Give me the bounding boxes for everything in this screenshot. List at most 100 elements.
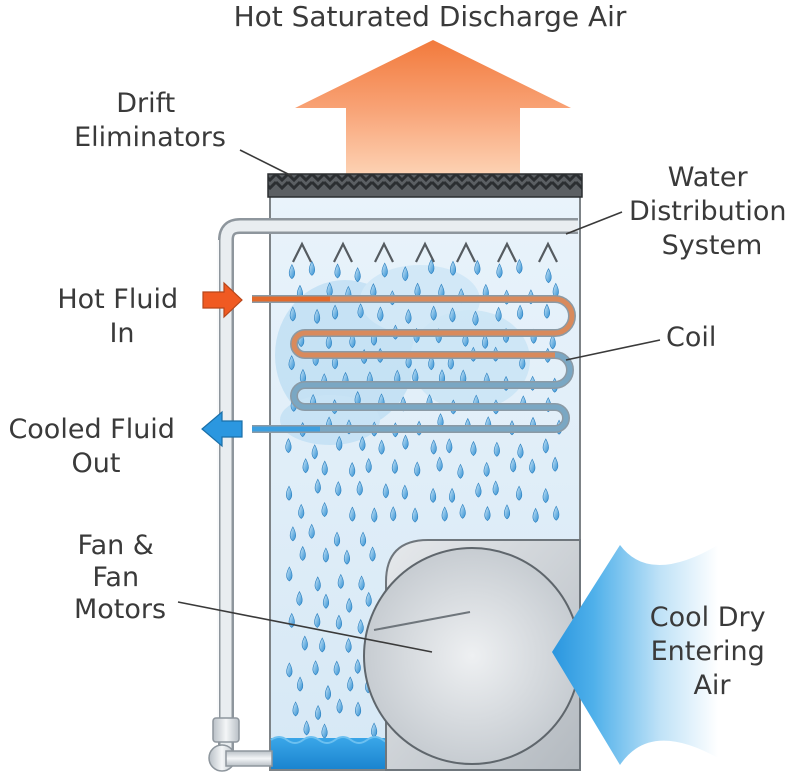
cooled-fluid-arrow-icon [201,410,243,448]
water-droplet-icon [549,334,556,350]
water-droplet-icon [289,306,296,322]
water-droplet-icon [517,304,524,320]
water-droplet-icon [493,441,500,457]
water-droplet-icon [430,305,437,321]
water-droplet-icon [542,488,549,504]
discharge-air-label: Hot Saturated Discharge Air [234,0,627,33]
water-droplet-icon [459,503,466,519]
water-droplet-icon [381,262,388,278]
entering-air-label: Cool Dry Entering Air [650,602,774,701]
water-droplet-icon [446,438,453,454]
water-droplet-icon [474,259,481,275]
water-droplet-icon [378,439,385,455]
drift-eliminators-label: Drift Eliminators [74,88,226,153]
water-droplet-icon [492,480,499,496]
water-droplet-icon [371,507,378,523]
discharge-arrow-icon [295,40,571,176]
water-droplet-icon [430,439,437,455]
spray-nozzle-icon [415,241,435,263]
water-droplet-icon [449,487,456,503]
water-droplet-icon [457,463,464,479]
water-droplet-icon [308,523,315,539]
water-droplet-icon [377,306,384,322]
water-droplet-icon [483,461,490,477]
water-droplet-icon [516,485,523,501]
water-droplet-icon [529,458,536,474]
water-droplet-icon [401,484,408,500]
water-droplet-icon [346,597,353,613]
water-droplet-icon [510,457,517,473]
water-droplet-icon [337,573,344,589]
coil [252,295,576,433]
water-droplet-icon [405,308,412,324]
water-droplet-icon [382,483,389,499]
hot-fluid-arrow-icon [202,281,243,319]
water-droplet-icon [402,266,409,282]
water-droplet-icon [345,637,352,653]
spray-nozzle-icon [497,241,517,263]
water-droplet-icon [428,355,435,371]
water-droplet-icon [324,685,332,701]
drift-eliminators [267,173,583,198]
water-droplet-icon [322,547,329,563]
water-droplet-icon [470,440,477,456]
water-droplet-icon [343,549,350,565]
water-droplet-icon [390,506,397,522]
water-droplet-icon [321,460,328,476]
water-droplet-icon [314,612,321,628]
water-droplet-icon [354,267,361,283]
spray-nozzle-icon [374,241,394,263]
water-droplet-icon [288,355,295,371]
water-droplet-icon [359,436,366,452]
water-droplet-icon [449,260,457,276]
water-droplet-icon [449,307,456,323]
water-droplet-icon [475,482,482,498]
spray-nozzle-icon [333,241,353,263]
water-droplet-icon [553,505,560,521]
water-droplet-icon [356,480,363,496]
entering-air-arrow-icon [552,545,718,765]
water-droplet-icon [334,263,341,279]
water-droplet-icon [312,660,319,676]
water-droplet-icon [349,332,356,348]
water-droplet-icon [289,526,296,542]
water-droplet-icon [314,308,321,324]
water-droplet-icon [358,575,365,591]
water-droplet-icon [472,310,479,326]
leader-lines [177,149,661,653]
water-droplet-icon [333,660,340,676]
water-droplet-icon [503,504,511,520]
water-droplet-icon [285,485,293,501]
water-droplet-icon [285,438,292,454]
water-droplet-icon [496,263,503,279]
water-droplet-icon [288,263,295,279]
cooled-fluid-label: Cooled Fluid Out [8,414,183,479]
water-droplet-icon [299,545,306,561]
water-droplet-icon [322,593,330,609]
water-droplet-icon [369,546,376,562]
water-droplet-icon [349,462,356,478]
water-droplet-icon [301,635,308,651]
water-droplet-icon [298,503,305,519]
water-droplet-icon [543,303,550,319]
water-droplet-icon [296,590,303,606]
water-distribution-label: Water Distribution System [629,162,795,261]
water-droplet-icon [347,676,354,692]
water-droplet-icon [354,701,362,717]
spray-nozzle-icon [538,241,558,263]
water-distribution-pipe [208,218,578,772]
water-droplet-icon [552,456,559,472]
water-droplet-icon [517,443,524,459]
water-droplet-icon [412,507,419,523]
water-droplet-icon [336,435,343,451]
fan-housing [363,539,581,771]
water-droplet-icon [354,658,361,674]
water-droplet-icon [365,458,372,474]
water-surface [270,736,397,744]
water-droplet-icon [321,501,328,517]
water-droplet-icon [336,698,343,714]
water-droplet-icon [402,434,409,450]
water-droplet-icon [532,507,539,523]
water-droplet-icon [484,506,491,522]
